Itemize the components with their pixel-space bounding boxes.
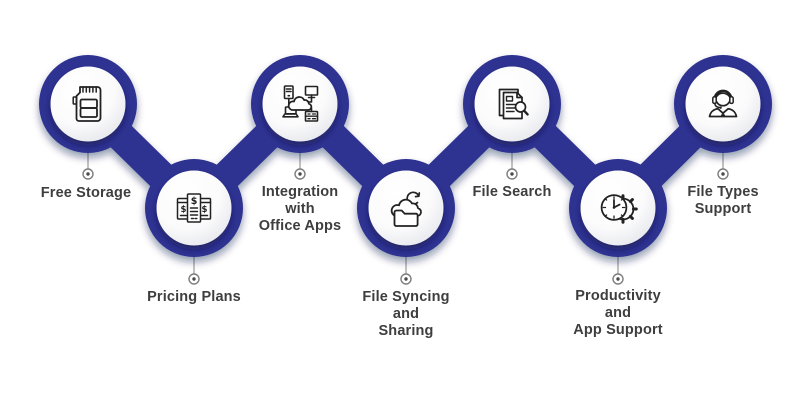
clock-gear-icon	[600, 194, 638, 224]
connector-dot	[294, 168, 306, 180]
dollar-glyph: $	[191, 196, 198, 207]
label-line: File Types	[687, 184, 759, 200]
label-line: with	[285, 201, 315, 217]
label-line: Pricing Plans	[147, 289, 241, 305]
label-line: Office Apps	[258, 218, 342, 234]
feature-label-productivity-app-support: Productivity and App Support	[573, 288, 662, 339]
label-line: Productivity	[575, 288, 661, 304]
label-line: and	[392, 306, 420, 322]
label-line: File Search	[472, 184, 552, 200]
label-line: Integration	[261, 184, 339, 200]
connector-dot	[82, 168, 94, 180]
cloud-network-icon	[282, 85, 319, 122]
price-lists-icon: $ $ $	[176, 193, 212, 223]
label-line: App Support	[573, 322, 663, 338]
connector-dot	[188, 273, 200, 285]
dollar-glyph: $	[181, 205, 187, 215]
support-agent-icon	[708, 89, 738, 118]
feature-label-file-syncing-sharing: File Syncing and Sharing	[362, 289, 449, 340]
cloud-folder-sync-icon	[390, 191, 422, 227]
node-icons: $ $ $	[72, 85, 738, 227]
label-line: Support	[694, 201, 752, 217]
dollar-glyph: $	[202, 205, 208, 215]
label-line: Free Storage	[40, 185, 132, 201]
node-disc	[50, 66, 126, 142]
label-line: File Syncing	[362, 289, 450, 305]
label-line: Sharing	[378, 323, 434, 339]
memory-card-icon	[72, 86, 102, 122]
connector-dot	[717, 168, 729, 180]
label-line: and	[604, 305, 632, 321]
feature-label-file-search: File Search	[472, 184, 551, 201]
feature-label-file-types-support: File Types Support	[687, 184, 758, 218]
connector-dot	[612, 273, 624, 285]
feature-label-integration-office-apps: Integration with Office Apps	[259, 184, 341, 235]
document-search-icon	[498, 88, 529, 120]
feature-label-pricing-plans: Pricing Plans	[147, 289, 241, 306]
connector-dots	[82, 168, 729, 285]
feature-label-free-storage: Free Storage	[41, 185, 131, 202]
connector-dot	[400, 273, 412, 285]
connector-dot	[506, 168, 518, 180]
